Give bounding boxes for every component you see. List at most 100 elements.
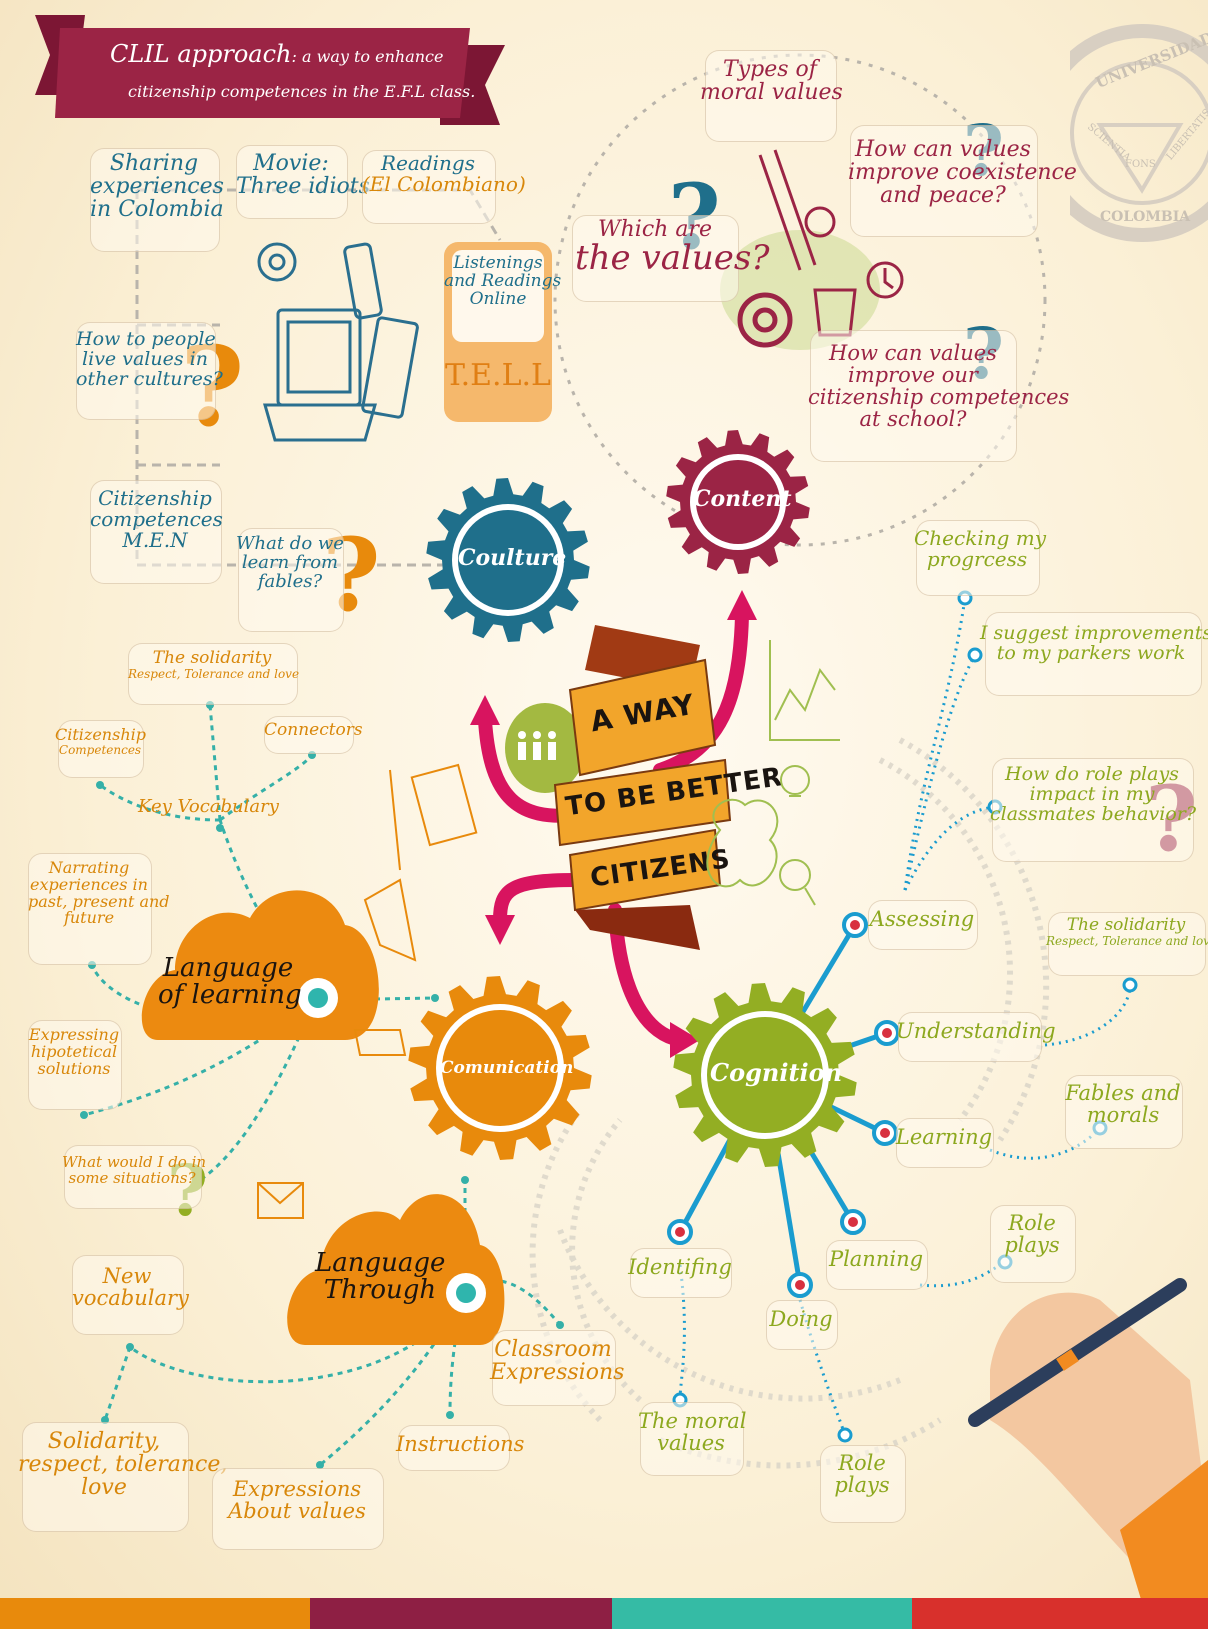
node-tell: T.E.L.L — [445, 358, 551, 393]
notepad-icon — [361, 316, 419, 419]
node-understanding: Understanding — [896, 1019, 1056, 1043]
gear-communication — [408, 976, 592, 1160]
node-box — [630, 1248, 732, 1298]
title-subtitle: citizenship competences in the E.F.L cla… — [128, 82, 476, 101]
node-connectors: Connectors — [264, 720, 363, 740]
footer-stripe-wine — [310, 1598, 612, 1629]
node-box — [992, 758, 1194, 862]
pencil-icon — [758, 149, 817, 271]
node-box — [766, 1300, 838, 1350]
pointing-hand-icon — [353, 1029, 407, 1056]
node-box — [868, 900, 978, 950]
megaphone-icon — [363, 878, 417, 962]
node-box — [820, 1445, 906, 1523]
magenta-arrows — [478, 608, 749, 1047]
node-box — [1048, 912, 1206, 976]
coffee-cup-icon — [804, 206, 857, 337]
magenta-arrowheads — [470, 590, 757, 1058]
gear-center — [442, 1010, 558, 1126]
node-box — [128, 643, 298, 705]
language-through-cloud — [287, 1194, 505, 1345]
pen-icon — [389, 769, 401, 871]
gear-label-content: Content — [693, 486, 792, 512]
document-icon — [410, 763, 478, 847]
node-box — [362, 150, 496, 224]
brain-icon — [706, 798, 779, 888]
node-learning: Learning — [895, 1125, 993, 1149]
node-box — [90, 480, 222, 584]
node-box — [28, 1020, 122, 1110]
node-box — [705, 50, 837, 142]
gear-culture — [426, 478, 590, 642]
gear-label-culture: Coulture — [458, 545, 567, 571]
gear-cognition — [673, 983, 857, 1167]
title-main: CLIL approach: a way to enhance — [110, 40, 444, 68]
node-box — [896, 1118, 994, 1168]
content-blob — [720, 230, 880, 350]
bulb-icon — [780, 765, 810, 797]
people-icon — [518, 731, 556, 760]
chart-icon — [769, 640, 840, 741]
cognition-arcs-decoration — [529, 737, 1050, 1469]
node-box — [28, 853, 152, 965]
footer-stripe-teal — [612, 1598, 912, 1629]
node-box — [72, 1255, 184, 1335]
node-box — [898, 1012, 1042, 1062]
node-instructions: Instructions — [396, 1432, 525, 1456]
node-box — [1065, 1075, 1183, 1149]
node-box — [90, 148, 220, 252]
node-identifying: Identifing — [628, 1255, 732, 1279]
envelope-icon — [257, 1182, 304, 1219]
phone-icon — [343, 242, 383, 320]
node-box — [76, 322, 216, 420]
node-box — [236, 145, 348, 219]
node-comm-solidarity-2: Solidarity,respect, tolerance,love — [18, 1429, 228, 1501]
node-box — [264, 716, 354, 754]
node-box — [640, 1402, 744, 1476]
node-box — [572, 215, 739, 302]
node-box — [990, 1205, 1076, 1283]
node-box — [916, 520, 1040, 596]
node-box — [398, 1425, 510, 1471]
node-box — [826, 1240, 928, 1290]
footer-stripe-orange — [0, 1598, 310, 1629]
node-readings: Readings(El Colombiano) — [362, 151, 526, 196]
language-of-learning-cloud — [141, 890, 379, 1040]
footer-stripe-red — [912, 1598, 1208, 1629]
node-assessing: Assessing — [869, 907, 975, 931]
node-box — [492, 1330, 616, 1406]
node-box — [64, 1145, 202, 1209]
laptop-icon — [263, 308, 377, 442]
magnifier-icon — [779, 859, 816, 906]
node-doing: Doing — [769, 1307, 833, 1331]
node-box — [238, 528, 344, 632]
gear-small-icon — [737, 292, 793, 348]
node-box — [985, 612, 1202, 696]
